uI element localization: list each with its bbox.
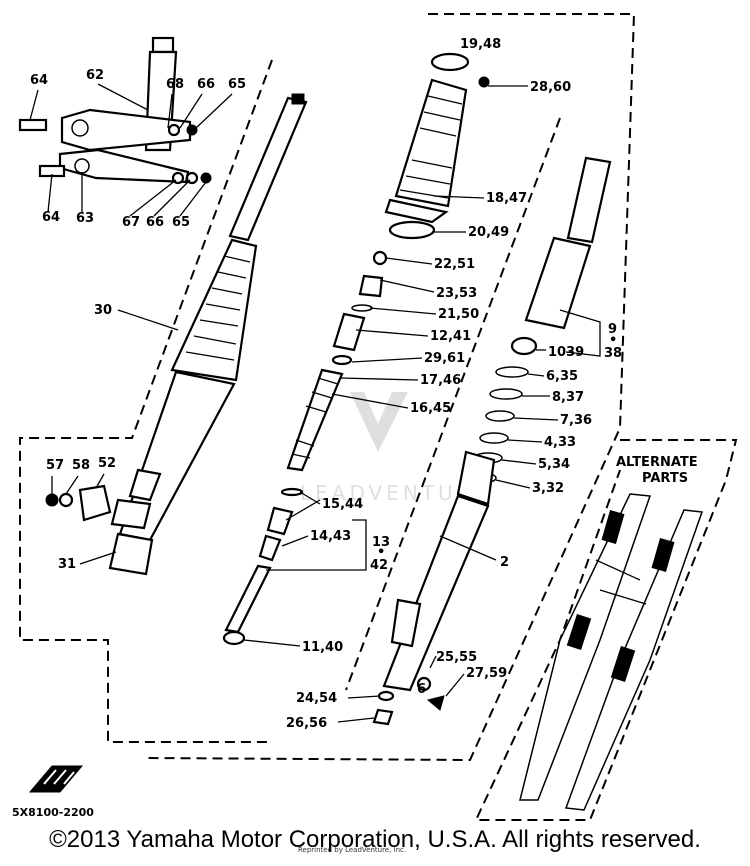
callout-18-47: 18,47 — [486, 191, 527, 206]
callout-65-bottom: 65 — [172, 215, 190, 230]
diagram-code: 5X8100-2200 — [12, 806, 94, 819]
leader-lines — [29, 83, 601, 723]
callout-22-51: 22,51 — [434, 257, 475, 272]
left-fork-assembly-border — [19, 59, 273, 743]
callout-3-32: 3,32 — [532, 481, 564, 496]
callout-28-60: 28,60 — [530, 80, 571, 95]
callout-66-bottom: 66 — [146, 215, 164, 230]
alternate-fork-legs — [519, 493, 704, 811]
callout-38: 38 — [604, 346, 622, 361]
callout-4-33: 4,33 — [544, 435, 576, 450]
left-fork-leg — [45, 93, 308, 576]
callout-66-top: 66 — [197, 77, 215, 92]
callout-6-35: 6,35 — [546, 369, 578, 384]
callout-9: 9 — [608, 322, 617, 337]
callout-64-bottom: 64 — [42, 210, 60, 225]
callout-31: 31 — [58, 557, 76, 572]
front-arrow-icon — [28, 765, 84, 793]
callout-68: 68 — [166, 77, 184, 92]
callout-13-dot: • — [377, 545, 385, 560]
center-fork-assembly-border — [147, 13, 636, 762]
callout-67: 67 — [122, 215, 140, 230]
callout-25-55: 25,55 — [436, 650, 477, 665]
callout-12-41: 12,41 — [430, 329, 471, 344]
callout-27-59: 27,59 — [466, 666, 507, 681]
callout-62: 62 — [86, 68, 104, 83]
callout-6: 6 — [417, 682, 426, 697]
callout-2: 2 — [500, 555, 509, 570]
callout-57: 57 — [46, 458, 64, 473]
callout-29-61: 29,61 — [424, 351, 465, 366]
callout-17-46: 17,46 — [420, 373, 461, 388]
callout-64-top: 64 — [30, 73, 48, 88]
center-fork-internals — [222, 52, 490, 646]
callout-26-56: 26,56 — [286, 716, 327, 731]
callout-21-50: 21,50 — [438, 307, 479, 322]
callout-19-48: 19,48 — [460, 37, 501, 52]
reprint-note: Reprinted by LeadVenture, Inc. — [298, 846, 407, 854]
callout-23-53: 23,53 — [436, 286, 477, 301]
callout-24-54: 24,54 — [296, 691, 337, 706]
inner-tube-assembly-border — [345, 117, 561, 691]
callout-20-49: 20,49 — [468, 225, 509, 240]
steering-stem — [18, 36, 212, 185]
callout-10-39: 1039 — [548, 345, 584, 360]
callout-8-37: 8,37 — [552, 390, 584, 405]
callout-65-top: 65 — [228, 77, 246, 92]
alternate-parts-label-line1: ALTERNATE — [616, 455, 698, 470]
callout-9-dot: • — [609, 333, 617, 348]
alternate-parts-border — [474, 439, 738, 821]
copyright-notice: ©2013 Yamaha Motor Corporation, U.S.A. A… — [49, 826, 701, 853]
callout-15-44: 15,44 — [322, 497, 363, 512]
center-fork-outer-tube — [372, 156, 612, 726]
callout-labels: 64 62 68 66 65 64 63 67 66 65 30 57 58 5… — [30, 37, 698, 731]
exploded-parts-diagram: LEADVENTURE — [18, 13, 738, 821]
callout-5-34: 5,34 — [538, 457, 570, 472]
callout-11-40: 11,40 — [302, 640, 343, 655]
alternate-parts-label-line2: PARTS — [642, 471, 688, 486]
callout-63: 63 — [76, 211, 94, 226]
callout-58: 58 — [72, 458, 90, 473]
callout-14-43: 14,43 — [310, 529, 351, 544]
callout-7-36: 7,36 — [560, 413, 592, 428]
callout-42: 42 — [370, 558, 388, 573]
callout-52: 52 — [98, 456, 116, 471]
callout-16-45: 16,45 — [410, 401, 451, 416]
callout-13: 13 — [372, 535, 390, 550]
callout-30: 30 — [94, 303, 112, 318]
